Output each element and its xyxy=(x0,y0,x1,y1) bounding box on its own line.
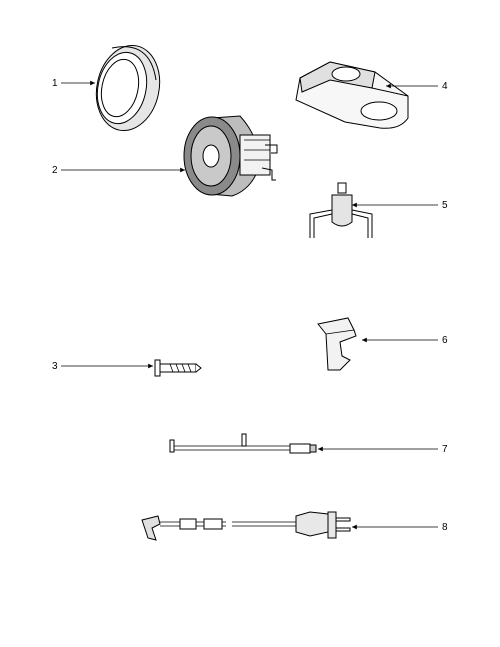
callout-6: 6 xyxy=(362,335,448,346)
callout-4-number: 4 xyxy=(442,81,448,92)
callout-7: 7 xyxy=(318,444,448,455)
callout-1: 1 xyxy=(52,78,95,89)
callout-6-number: 6 xyxy=(442,335,448,346)
callout-7-number: 7 xyxy=(442,444,448,455)
callout-2: 2 xyxy=(52,165,185,176)
part-6-clip xyxy=(317,317,357,371)
callout-3: 3 xyxy=(52,361,153,372)
part-2-motor xyxy=(183,115,278,197)
part-5-switch xyxy=(309,182,373,238)
callout-8: 8 xyxy=(352,522,448,533)
callout-2-number: 2 xyxy=(52,165,58,176)
callout-5: 5 xyxy=(352,200,448,211)
callout-8-number: 8 xyxy=(442,522,448,533)
callout-1-number: 1 xyxy=(52,78,58,89)
callout-3-number: 3 xyxy=(52,361,58,372)
callout-5-number: 5 xyxy=(442,200,448,211)
part-4-base xyxy=(295,61,409,129)
part-7-wire xyxy=(169,433,317,454)
part-8-power-cord xyxy=(141,511,351,541)
part-1-ring xyxy=(95,44,161,132)
callout-4: 4 xyxy=(386,81,448,92)
part-3-screw xyxy=(154,359,202,377)
